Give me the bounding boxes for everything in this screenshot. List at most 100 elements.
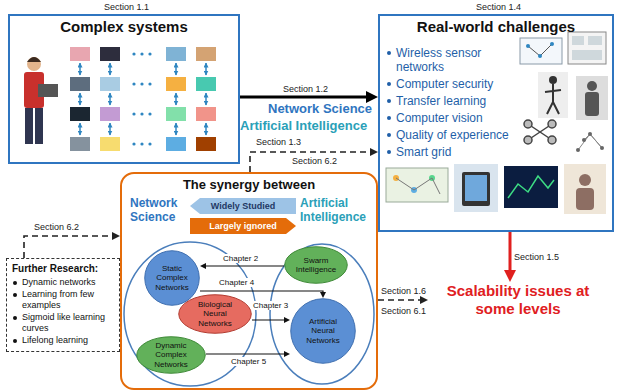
person-hair [27, 57, 41, 62]
graph-picture [576, 132, 604, 152]
connector-label: Section 1.5 [514, 252, 559, 263]
dot [148, 82, 151, 85]
user-head [579, 174, 591, 186]
picture-frame [454, 164, 498, 212]
bullet-text: Smart grid [396, 145, 518, 159]
bullet-row: Transfer learning [386, 94, 518, 108]
bullet-text: Lifelong learning [22, 335, 114, 346]
connector [509, 232, 512, 276]
person-head [27, 57, 41, 71]
thumbnail [70, 77, 90, 91]
research-box: Further Research:Dynamic networksLearnin… [6, 258, 120, 352]
bullet-dot [387, 133, 391, 137]
dot [140, 52, 143, 55]
graph-node [600, 146, 604, 150]
callout-text: Scalability issues at some levels [428, 282, 608, 318]
user-body [576, 188, 594, 210]
sensor-network-picture [520, 38, 562, 64]
thumbnail [100, 47, 120, 61]
picture-frame [568, 32, 606, 64]
drone-rotor [548, 120, 556, 128]
network-ellipse: Dynamic Complex Networks [136, 336, 206, 374]
arrow-shape [190, 198, 296, 214]
arrow-banner: Widely Studied [190, 198, 296, 214]
vision-picture [504, 166, 558, 208]
diagram-block [572, 36, 584, 45]
signal-trace [508, 176, 554, 198]
picture-frame [386, 168, 448, 202]
bullet-row: Wireless sensor networks [386, 46, 518, 74]
bullet-list: Dynamic networksLearning from few exampl… [12, 277, 114, 346]
bullet-text: Wireless sensor networks [396, 46, 518, 74]
ellipse-shape [179, 295, 252, 334]
dot [132, 112, 135, 115]
picture-frame [504, 166, 558, 208]
connector [252, 319, 287, 320]
bullet-dot [13, 281, 17, 285]
thumbnail [196, 47, 216, 61]
double-arrow [109, 123, 111, 135]
thumbnail [100, 77, 120, 91]
bullet-dot [387, 82, 391, 86]
bullet-row: Dynamic networks [12, 277, 114, 288]
double-arrow [175, 93, 177, 105]
section-label: Section 1.2 [283, 84, 328, 95]
connector-label: Chapter 3 [252, 301, 289, 310]
bullet-row: Computer security [386, 77, 518, 91]
bullet-dot [13, 293, 17, 297]
person-pose [538, 72, 568, 118]
field-name: Artificial Intelligence [240, 118, 367, 133]
ellipse-shape [137, 337, 206, 374]
thumbnail [166, 77, 186, 91]
box-title: Real-world challenges [380, 18, 612, 36]
connector [240, 96, 372, 99]
connector-label: Section 1.6 [381, 286, 426, 297]
diagram-block [572, 50, 602, 60]
double-arrow [175, 63, 177, 75]
connector [206, 353, 287, 354]
dot [140, 82, 143, 85]
shape-label: Swarm Intelligence [291, 256, 341, 274]
drone-rotor [524, 136, 532, 144]
tablet-picture [454, 164, 498, 212]
box-title: Complex systems [10, 18, 238, 36]
graph-link [578, 134, 602, 150]
bullet-dot [387, 51, 391, 55]
double-arrow [175, 123, 177, 135]
section-label: Section 1.1 [104, 2, 149, 13]
section-label: Section 1.4 [476, 2, 521, 13]
double-arrow [205, 63, 207, 75]
thumbnail [70, 47, 90, 61]
shape-label: Artificial Neural Networks [298, 317, 348, 345]
bullet-dot [13, 316, 17, 320]
sensor-node [538, 54, 542, 58]
arrow-shape [190, 218, 296, 234]
shape-label: Widely Studied [197, 201, 289, 211]
sensor-node [550, 42, 554, 46]
grid-line [396, 178, 440, 194]
person-leg [35, 108, 43, 144]
ellipsis-dots [132, 52, 151, 145]
bullet-row: Quality of experience [386, 128, 518, 142]
tablet-body [462, 172, 490, 206]
dot [132, 142, 135, 145]
network-ellipse: Biological Neural Networks [178, 294, 252, 334]
graph-node [576, 148, 580, 152]
box-title: The synergy between [122, 177, 376, 192]
photo-body [585, 92, 599, 116]
person-photo [576, 76, 608, 120]
dot [148, 52, 151, 55]
bullet-row: Sigmoid like learning curves [12, 312, 114, 334]
arrow-banner: Largely ignored [190, 218, 296, 234]
bullet-row: Computer vision [386, 111, 518, 125]
thumbnail [166, 47, 186, 61]
shape-label: Biological Neural Networks [187, 300, 243, 328]
bullet-text: Transfer learning [396, 94, 518, 108]
field-name: Network Science [130, 196, 188, 224]
thumbnail [196, 77, 216, 91]
drone-rotor [524, 120, 532, 128]
dot [132, 52, 135, 55]
person-figure [24, 57, 58, 144]
connector-label: Chapter 5 [230, 357, 267, 366]
